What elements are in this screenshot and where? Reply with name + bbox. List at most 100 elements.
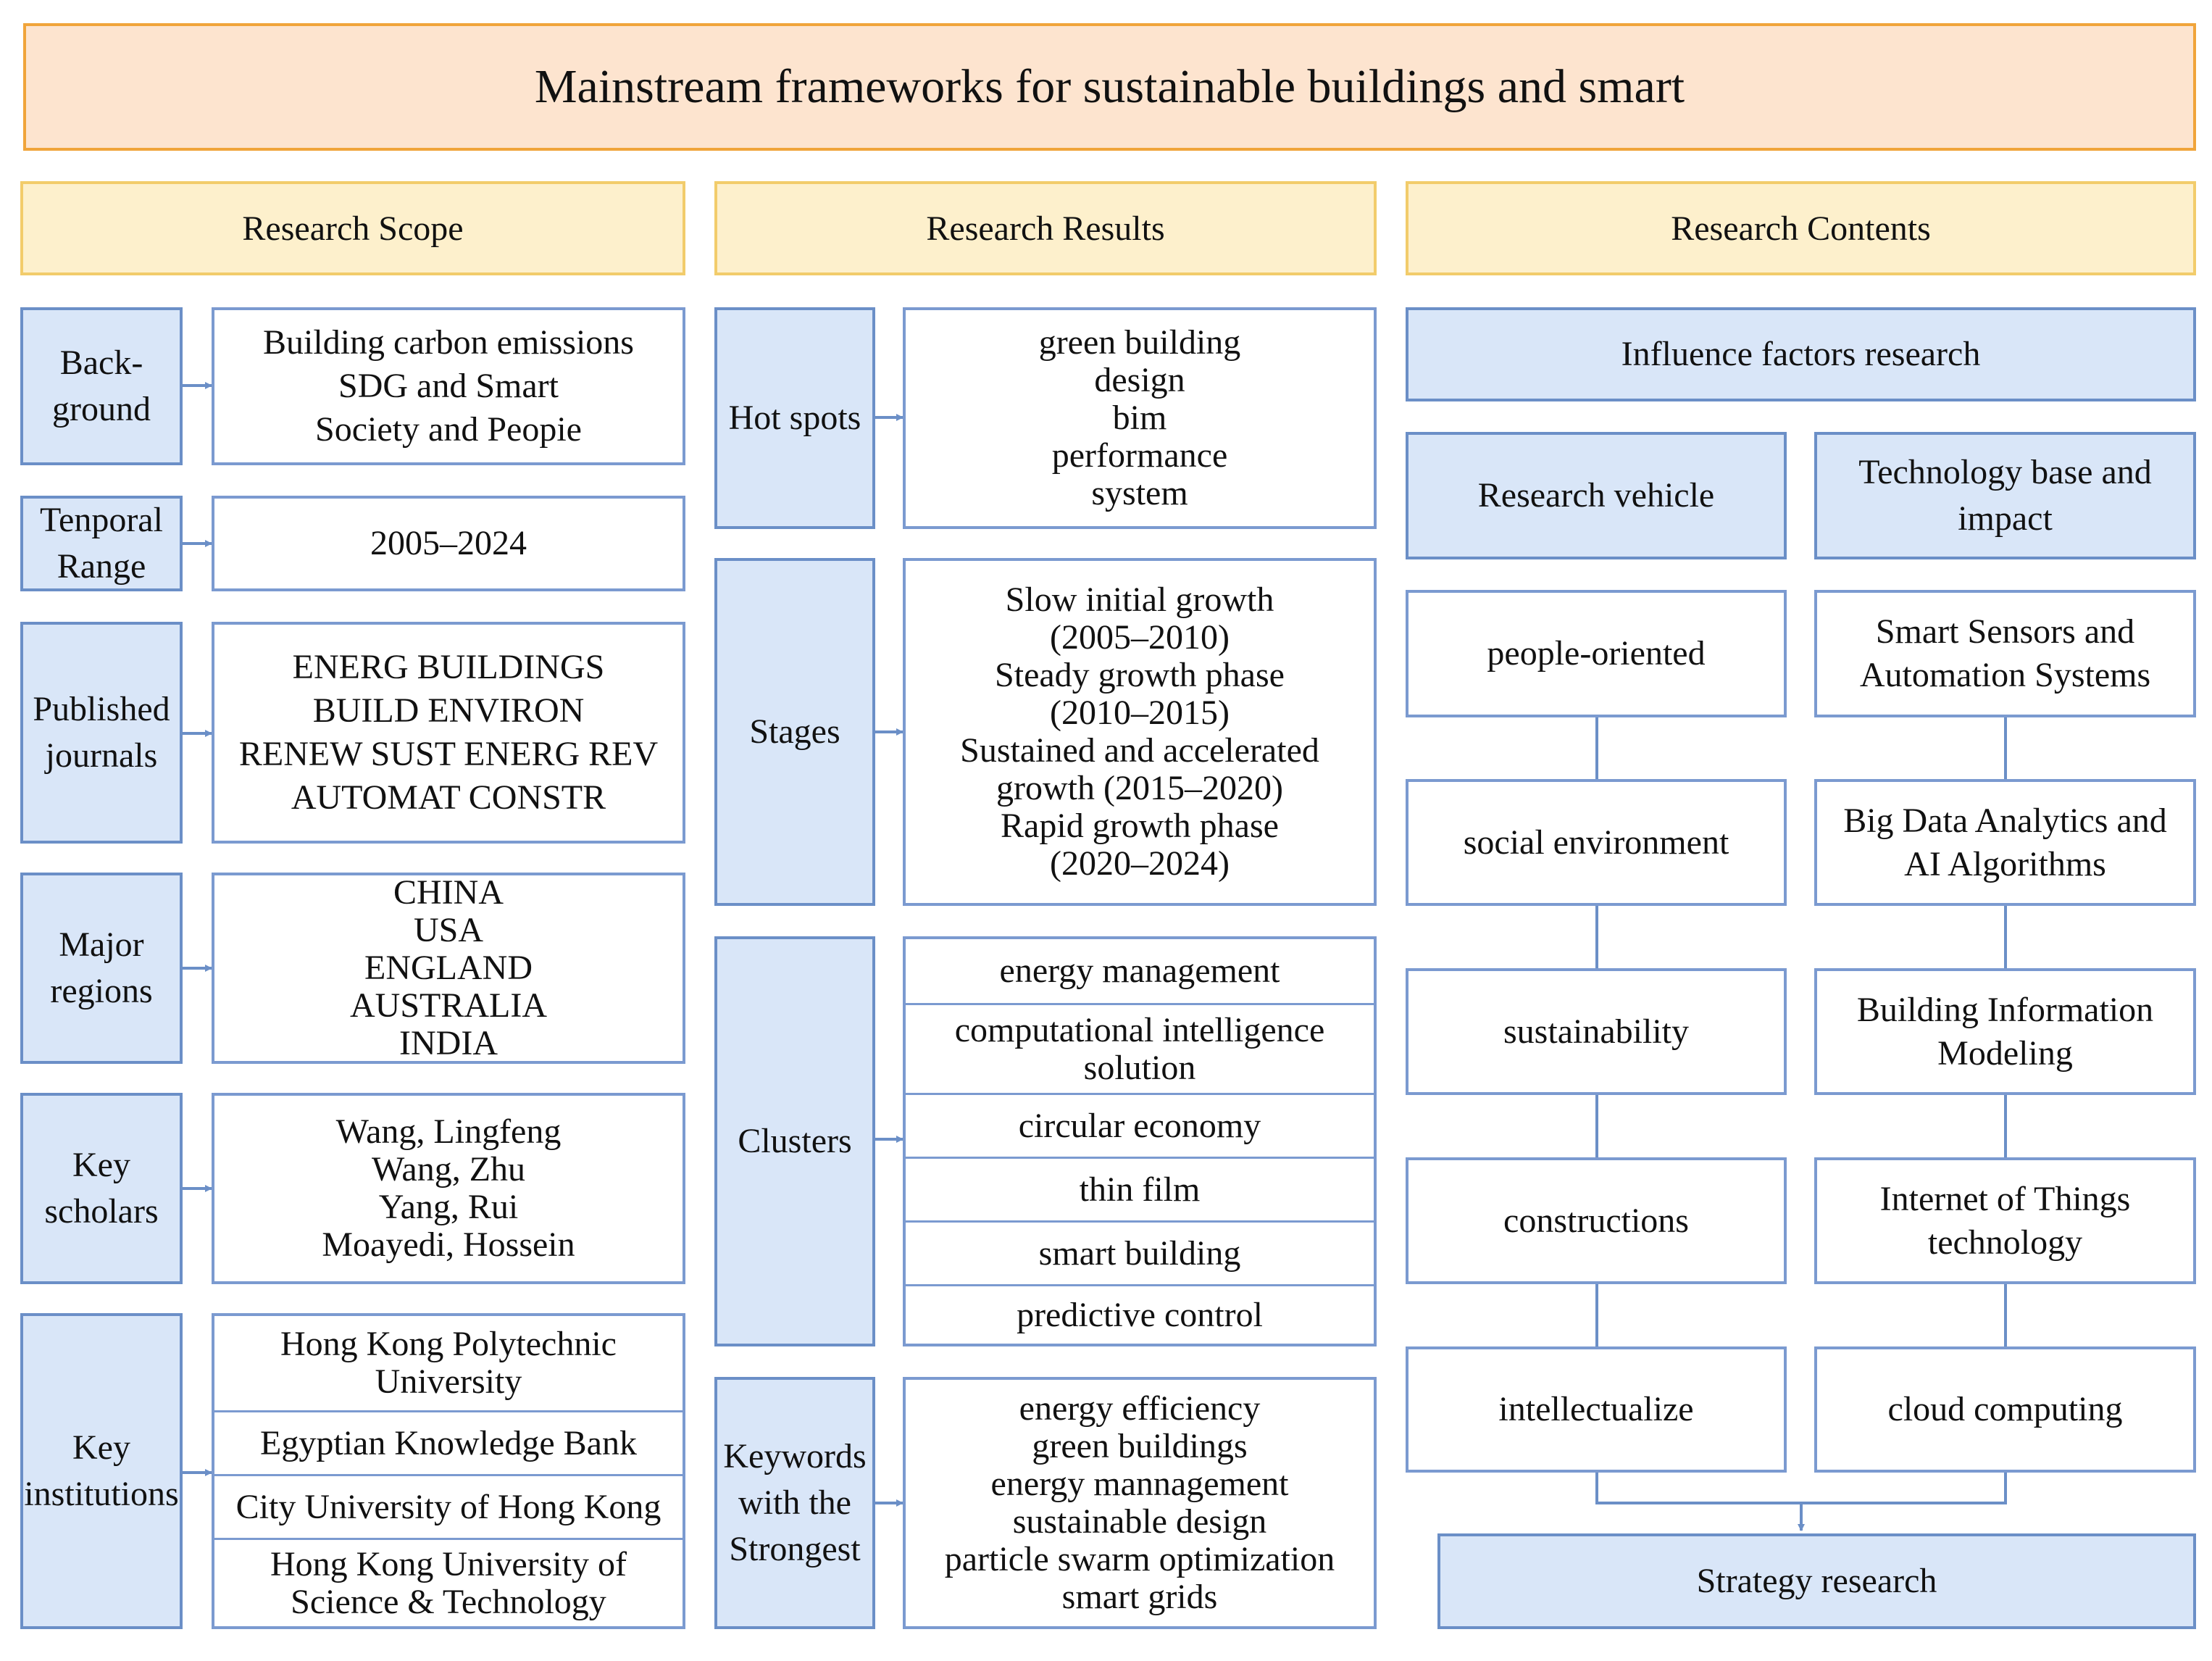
text-line: Clusters: [738, 1122, 852, 1160]
text-line: (2005–2010): [1050, 618, 1230, 657]
text-line: green buildings: [1032, 1427, 1248, 1465]
cluster-item: thin film: [906, 1157, 1374, 1220]
text-line: Mainstream frameworks for sustainable bu…: [534, 60, 1685, 113]
value-stages: Slow initial growth(2005–2010)Steady gro…: [903, 558, 1377, 906]
vehicle-item: people-oriented: [1406, 590, 1787, 717]
text-line: Smart Sensors and: [1875, 612, 2135, 651]
text-line: design: [1094, 361, 1185, 399]
text-line: Wang, Lingfeng: [335, 1112, 562, 1151]
text-line: Research Results: [926, 209, 1165, 248]
text-line: ENERG BUILDINGS: [292, 648, 605, 686]
strategy-research: Strategy research: [1437, 1533, 2196, 1629]
text-line: Internet of Things: [1879, 1179, 2131, 1218]
text-line: (2010–2015): [1050, 694, 1230, 732]
text-line: Tenporal: [40, 501, 163, 539]
label-stages: Stages: [714, 558, 875, 906]
text-line: sustainable design: [1012, 1502, 1267, 1541]
text-line: Key: [72, 1428, 130, 1467]
text-line: system: [1091, 474, 1188, 512]
text-line: Stages: [749, 712, 840, 751]
text-line: particle swarm optimization: [944, 1540, 1335, 1578]
text-line: technology: [1927, 1223, 2083, 1262]
technology-item: Big Data Analytics and AI Algorithms: [1814, 779, 2196, 906]
label-clusters: Clusters: [714, 936, 875, 1346]
text-line: journals: [45, 736, 158, 775]
cluster-item: circular economy: [906, 1093, 1374, 1157]
text-line: computational intelligence: [954, 1010, 1325, 1049]
text-line: Slow initial growth: [1005, 580, 1274, 619]
vehicle-item: constructions: [1406, 1157, 1787, 1284]
text-line: Wang, Zhu: [371, 1150, 526, 1188]
text-line: Keywords: [723, 1437, 867, 1475]
text-line: Yang, Rui: [378, 1188, 519, 1226]
text-line: USA: [413, 911, 484, 949]
text-line: Building carbon emissions: [263, 323, 634, 362]
text-line: ground: [52, 390, 151, 428]
institution-item: City University of Hong Kong: [214, 1474, 683, 1538]
text-line: Technology base and: [1858, 453, 2152, 491]
text-line: thin film: [1079, 1170, 1201, 1209]
text-line: energy management: [999, 952, 1280, 990]
text-line: Modeling: [1937, 1033, 2073, 1073]
text-line: Back-: [59, 344, 143, 382]
text-line: Hot spots: [728, 399, 861, 437]
text-line: AUSTRALIA: [350, 986, 547, 1025]
header-research-contents: Research Contents: [1406, 181, 2196, 275]
technology-item: Internet of Things technology: [1814, 1157, 2196, 1284]
text-line: Steady growth phase: [995, 656, 1285, 694]
text-line: circular economy: [1018, 1106, 1261, 1145]
text-line: energy mannagement: [990, 1465, 1289, 1503]
text-line: SDG and Smart: [338, 367, 559, 405]
label-published-journals: Published journals: [20, 622, 183, 844]
text-line: Automation Systems: [1859, 656, 2151, 694]
vehicle-item: sustainability: [1406, 968, 1787, 1095]
text-line: growth (2015–2020): [996, 769, 1283, 807]
vehicle-item: intellectualize: [1406, 1346, 1787, 1473]
value-temporal-range: 2005–2024: [212, 496, 685, 591]
influence-factors-research: Influence factors research: [1406, 307, 2196, 401]
text-line: Big Data Analytics and: [1843, 801, 2167, 840]
text-line: Moayedi, Hossein: [322, 1225, 575, 1264]
text-line: Egyptian Knowledge Bank: [260, 1423, 637, 1462]
label-hot-spots: Hot spots: [714, 307, 875, 529]
cluster-item: predictive control: [906, 1284, 1374, 1344]
cluster-item: smart building: [906, 1220, 1374, 1284]
text-line: smart grids: [1061, 1578, 1218, 1616]
text-line: constructions: [1503, 1201, 1689, 1240]
text-line: green building: [1038, 323, 1241, 362]
text-line: smart building: [1038, 1233, 1241, 1273]
text-line: predictive control: [1017, 1295, 1263, 1334]
text-line: Published: [33, 690, 170, 728]
text-line: Research Scope: [242, 209, 464, 248]
text-line: energy efficiency: [1019, 1389, 1261, 1428]
text-line: social environment: [1463, 823, 1729, 862]
text-line: Key: [72, 1146, 130, 1184]
text-line: City University of Hong Kong: [235, 1487, 661, 1526]
text-line: Major: [59, 925, 144, 964]
text-line: Sustained and accelerated: [960, 731, 1319, 770]
header-research-results: Research Results: [714, 181, 1377, 275]
text-line: CHINA: [393, 873, 504, 912]
text-line: AI Algorithms: [1904, 844, 2106, 883]
text-line: AUTOMAT CONSTR: [291, 778, 606, 817]
text-line: Strongest: [729, 1530, 861, 1568]
text-line: Strategy research: [1696, 1562, 1937, 1600]
diagram-title: Mainstream frameworks for sustainable bu…: [23, 23, 2196, 151]
research-vehicle-header: Research vehicle: [1406, 432, 1787, 559]
